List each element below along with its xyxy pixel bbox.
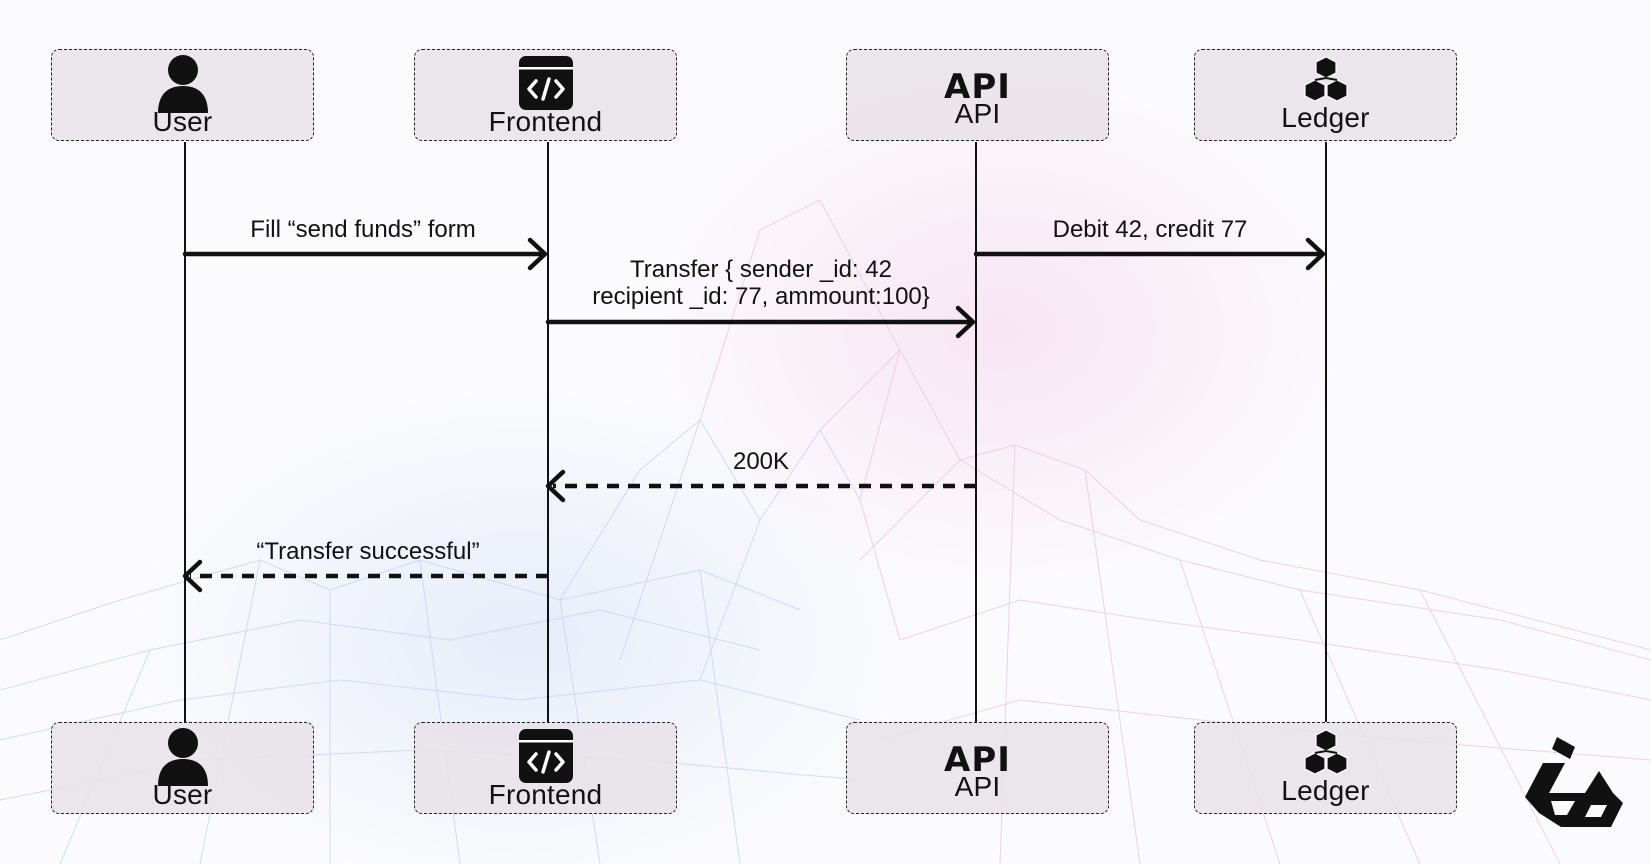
participant-label: User xyxy=(152,779,213,810)
ledger-blocks-icon xyxy=(1303,56,1348,102)
message-label-transfer-line1: Transfer { sender _id: 42 xyxy=(630,256,892,283)
participant-label: Frontend xyxy=(488,106,603,137)
participant-api-top: API API xyxy=(846,49,1109,141)
user-icon xyxy=(157,55,208,113)
participant-label: Frontend xyxy=(488,779,603,810)
message-label-transfer-successful: “Transfer successful” xyxy=(256,538,480,565)
participant-user-top: User xyxy=(51,49,314,141)
message-label-debit-credit: Debit 42, credit 77 xyxy=(1052,216,1248,243)
participant-label: Ledger xyxy=(1281,775,1370,806)
message-label-transfer: Transfer { sender _id: 42 recipient _id:… xyxy=(592,256,930,310)
message-label-200k: 200K xyxy=(732,448,790,475)
participant-frontend-bottom: Frontend xyxy=(414,722,677,814)
message-label-fill-form: Fill “send funds” form xyxy=(250,216,476,243)
arrow-debit-credit xyxy=(973,237,1326,271)
participant-label: Ledger xyxy=(1281,102,1370,133)
participant-label: User xyxy=(152,106,213,137)
arrow-transfer xyxy=(545,305,976,339)
message-label-transfer-line2: recipient _id: 77, ammount:100} xyxy=(592,283,930,310)
participant-frontend-top: Frontend xyxy=(414,49,677,141)
participant-ledger-bottom: Ledger xyxy=(1194,722,1457,814)
code-window-icon xyxy=(518,729,573,783)
code-window-icon xyxy=(518,56,573,110)
participant-ledger-top: Ledger xyxy=(1194,49,1457,141)
participant-user-bottom: User xyxy=(51,722,314,814)
user-icon xyxy=(157,728,208,786)
ledger-blocks-icon xyxy=(1303,729,1348,775)
participant-api-bottom: API API xyxy=(846,722,1109,814)
api-wordmark-icon: API xyxy=(944,740,1011,780)
participant-label: API xyxy=(954,98,1001,129)
brand-logo-icon xyxy=(1525,737,1623,827)
arrow-transfer-successful-response xyxy=(182,559,548,593)
arrow-200k-response xyxy=(545,469,976,503)
participant-label: API xyxy=(954,771,1001,802)
api-wordmark-icon: API xyxy=(944,67,1011,107)
arrow-fill-form xyxy=(182,237,548,271)
